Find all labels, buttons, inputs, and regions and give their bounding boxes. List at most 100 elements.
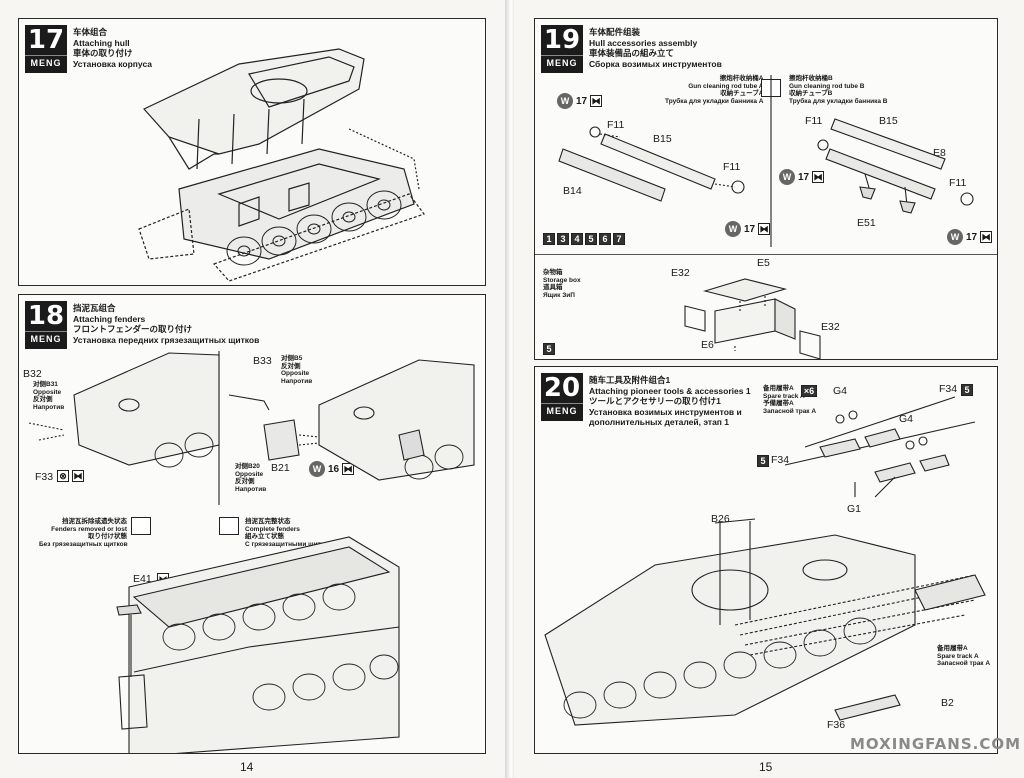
note-ru: Напротив [281,377,313,385]
step-20-panel: 20 MENG 随车工具及附件组合1 Attaching pioneer too… [534,366,998,754]
storage-box-note: 杂物箱 Storage box 道具箱 Ящик ЗиП [543,269,581,299]
title-ru-2: дополнительных деталей, этап 1 [589,417,730,427]
note-cn: 备用履带A [937,645,968,652]
option-5: 5 [961,384,973,396]
note-ru: С грязезащитными щитками [245,540,337,548]
glue-w16: W 16 ⧓ [309,461,355,477]
note-cn: 挡泥瓦完整状态 [245,518,291,525]
watermark-text: MOXINGFANS.COM [850,735,1022,753]
option-3: 3 [557,233,569,245]
step-17-titles: 车体组合 Attaching hull 車体の取り付け Установка ко… [73,27,152,69]
fenders-removed-icon [131,517,151,535]
title-cn: 随车工具及附件组合1 [589,375,671,385]
part-e5-label: E5 [757,257,770,269]
note-ru: Напротив [33,403,65,411]
part-f34-label: F34 [939,383,958,395]
fender-drawings [28,351,475,505]
option-5: 5 [757,455,769,467]
brand-logo: MENG [541,55,583,70]
rear-hull-drawing [116,536,400,753]
cut-icon: ⧓ [758,223,771,235]
b33-opposite-note: 对侧B5 反対側 Opposite Напротив [281,355,312,385]
note-jp: 反対側 [281,362,301,370]
page-number-left: 14 [240,760,254,774]
title-jp: フロントフェンダーの取り付け [73,324,193,334]
step-20-titles: 随车工具及附件组合1 Attaching pioneer tools & acc… [589,375,751,428]
glue-icon: W [779,169,795,185]
note-jp: 予備履帯A [763,400,794,407]
title-en: Attaching pioneer tools & accessories 1 [589,385,751,396]
part-e41-label: E41 [133,573,152,585]
title-ru: Установка передних грязезащитных щитков [73,334,260,345]
option-5: 5 [543,343,555,355]
tube-a-note: 擦炮杆收纳桶A Gun cleaning rod tube A 収納チューブA … [665,75,763,105]
part-e51-label: E51 [857,217,876,229]
cut-icon: ⧓ [590,95,603,107]
note-cn: 挡泥瓦拆除或遗失状态 [62,518,127,525]
spare-track-drawing [784,396,976,498]
brand-logo: MENG [25,331,67,346]
step-20-badge: 20 MENG [541,373,583,421]
b20-opposite-note: 对侧B20 Opposite 反対側 Напротив [235,463,266,493]
note-cn: 对侧B5 [281,355,303,362]
glue-w17-d: W 17 ⧓ [947,229,993,245]
tube-b-note: 擦炮杆收纳桶B Gun cleaning rod tube B 収納チューブB … [789,75,887,105]
fenders-complete-icon [219,517,239,535]
part-f11-label: F11 [949,177,967,189]
part-f11-label: F11 [607,119,625,131]
step-17-panel: 17 MENG 车体组合 Attaching hull 車体の取り付け Уста… [18,18,486,286]
note-en: Gun cleaning rod tube A [688,82,764,90]
glue-number: 17 [966,231,978,243]
part-e6-label: E6 [701,339,714,351]
b32-opposite-note: 对侧B31 Opposite 反対側 Напротив [33,381,64,411]
note-jp: 組み立て状態 [245,533,284,540]
part-b33-label: B33 [253,355,272,367]
step-19-titles: 车体配件组装 Hull accessories assembly 車体装備品の組… [589,27,722,69]
option-1: 1 [543,233,555,245]
note-en: Spare track A [763,392,805,400]
f33-marks: ⊗ ⧓ [57,470,84,482]
part-g4-label: G4 [899,413,914,425]
cut-icon: ⧓ [342,463,355,475]
step-18-panel: 18 MENG 挡泥瓦组合 Attaching fenders フロントフェンダ… [18,294,486,754]
spare-track-note: 备用履带A Spare track A 予備履帯A Запасной трак … [763,385,816,415]
note-ru: Трубка для укладки банника A [665,97,764,105]
step-number: 17 [27,25,65,55]
cut-icon: ⧓ [812,171,825,183]
part-g4-label: G4 [833,385,848,397]
glue-number: 17 [576,95,588,107]
note-ru: Напротив [235,485,267,493]
page-number-right: 15 [759,760,773,774]
hull-assembly-drawing [138,48,425,282]
glue-w17-c: W 17 ⧓ [779,169,825,185]
note-en: Complete fenders [245,525,300,533]
option-markers: 1 3 4 5 6 7 [543,233,625,245]
title-en: Attaching fenders [73,313,146,324]
note-cn: 杂物箱 [543,269,563,276]
part-e32-label: E32 [671,267,690,279]
note-ru: Запасной трак А [937,660,991,667]
step-number: 20 [543,373,581,403]
title-en: Hull accessories assembly [589,37,698,48]
glue-number: 16 [328,463,340,475]
option-7: 7 [613,233,625,245]
step-number: 19 [543,25,581,55]
part-g1-label: G1 [847,503,862,515]
title-cn: 车体配件组装 [589,27,641,37]
hull-tools-drawing [544,518,986,726]
glue-icon: W [557,93,573,109]
glue-w17-b: W 17 ⧓ [725,221,771,237]
title-jp: 車体の取り付け [73,48,133,58]
cut-icon: ⧓ [980,231,993,243]
glue-w17-a: W 17 ⧓ [557,93,603,109]
note-jp: 収納チューブB [789,90,833,97]
note-jp: 収納チューブA [720,90,764,97]
note-en: Storage box [543,276,581,284]
step-18-badge: 18 MENG [25,301,67,349]
part-b2-label: B2 [941,697,954,709]
gun-tube-drawings [558,75,974,247]
part-b21-label: B21 [271,462,290,474]
note-en: Opposite [33,388,62,396]
note-cn: 擦炮杆收纳桶A [719,75,764,82]
fenders-complete-note: 挡泥瓦完整状态 Complete fenders 組み立て状態 С грязез… [245,518,337,548]
